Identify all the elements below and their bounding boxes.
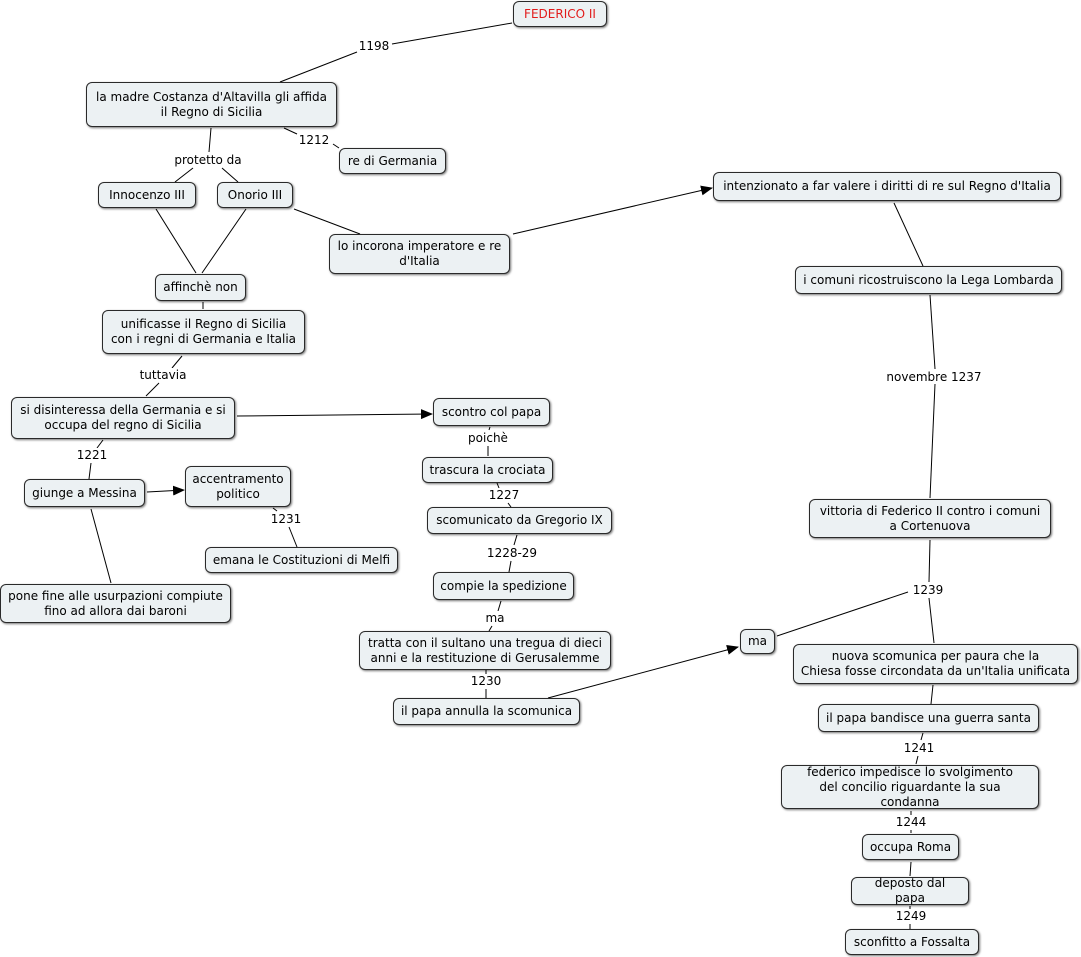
link-tuttavia-disinteressa (145, 382, 160, 397)
link-protetto-innocenzo (174, 167, 194, 183)
link-label-tuttavia: tuttavia (138, 368, 188, 382)
node-trascura-crociata[interactable]: trascura la crociata (422, 457, 553, 483)
link-1239-nuova (928, 597, 935, 644)
link-label-1249: 1249 (894, 909, 928, 923)
link-1239-manode (776, 591, 909, 637)
link-label-1244: 1244 (894, 815, 928, 829)
node-compie-spedizione[interactable]: compie la spedizione (433, 572, 574, 600)
link-comuni-novembre (929, 294, 936, 370)
link-1228-spedizione (508, 560, 512, 573)
link-madre-protetto (208, 127, 212, 153)
link-annulla-manode (547, 645, 739, 699)
link-1231-melfi (288, 526, 298, 548)
link-1241-concilio (915, 755, 919, 765)
node-scomunicato-gregorio[interactable]: scomunicato da Gregorio IX (427, 507, 612, 534)
node-unificasse[interactable]: unificasse il Regno di Sicilia con i reg… (102, 310, 305, 354)
node-guerra-santa[interactable]: il papa bandisce una guerra santa (818, 704, 1039, 732)
node-lega-lombarda[interactable]: i comuni ricostruiscono la Lega Lombarda (795, 266, 1062, 294)
link-intenzionato-comuni (893, 202, 924, 267)
link-vittoria-1239 (928, 539, 931, 583)
link-trascura-1227 (496, 482, 500, 489)
link-label-1241: 1241 (902, 741, 936, 755)
root-node-federico-ii[interactable]: FEDERICO II (513, 1, 607, 27)
link-roma-deposto (909, 861, 912, 877)
node-costituzioni-melfi[interactable]: emana le Costituzioni di Melfi (205, 547, 398, 573)
node-nuova-scomunica[interactable]: nuova scomunica per paura che la Chiesa … (793, 644, 1078, 684)
link-innocenzo-affinche (155, 208, 197, 274)
link-onorio-affinche (201, 208, 247, 274)
node-occupa-roma[interactable]: occupa Roma (862, 834, 959, 860)
link-messina-accentramento (146, 485, 185, 496)
link-onorio-incorona (293, 208, 361, 235)
link-label-protetto-da: protetto da (173, 153, 243, 167)
link-label-1227: 1227 (487, 488, 521, 502)
link-label-poiche: poichè (467, 431, 509, 445)
link-scontro-poiche (488, 426, 491, 431)
node-pone-fine-usurpazioni[interactable]: pone fine alle usurpazioni compiute fino… (0, 584, 231, 623)
node-intenzionato[interactable]: intenzionato a far valere i diritti di r… (713, 172, 1061, 201)
link-label-1228-29: 1228-29 (485, 546, 539, 560)
node-giunge-a-messina[interactable]: giunge a Messina (24, 479, 145, 507)
link-1212-regermania (332, 143, 340, 149)
node-sconfitto-fossalta[interactable]: sconfitto a Fossalta (845, 929, 979, 955)
link-1227-scomunicato (507, 502, 512, 508)
link-label-1212: 1212 (297, 133, 331, 147)
node-madre-costanza[interactable]: la madre Costanza d'Altavilla gli affida… (86, 82, 337, 127)
link-madre-1212 (283, 127, 298, 135)
link-nuova-guerra (930, 684, 934, 705)
link-label-1231: 1231 (269, 512, 303, 526)
link-scomunicato-1228 (513, 534, 518, 546)
node-tregua-sultano[interactable]: tratta con il sultano una tregua di diec… (359, 631, 611, 670)
node-si-disinteressa[interactable]: si disinteressa della Germania e si occu… (11, 397, 235, 439)
link-messina-usurpazioni (90, 508, 112, 584)
link-label-novembre-1237: novembre 1237 (885, 370, 983, 384)
node-accentramento-politico[interactable]: accentramento politico (185, 466, 291, 507)
link-novembre-vittoria (929, 383, 936, 499)
node-impedisce-concilio[interactable]: federico impedisce lo svolgimento del co… (781, 765, 1039, 809)
link-label-1198: 1198 (357, 39, 391, 53)
link-label-ma: ma (484, 611, 506, 625)
node-innocenzo-iii[interactable]: Innocenzo III (98, 182, 196, 208)
link-guerra-1241 (920, 732, 924, 741)
link-1221-messina (88, 462, 92, 480)
link-1198-madre (279, 51, 358, 83)
link-accentramento-1231 (272, 507, 278, 512)
node-re-di-germania[interactable]: re di Germania (339, 148, 446, 174)
link-ma-tregua (488, 625, 493, 632)
link-label-1230: 1230 (469, 674, 503, 688)
link-disinteressa-scontro (236, 409, 433, 420)
node-deposto-dal-papa[interactable]: deposto dal papa (851, 876, 969, 905)
link-spedizione-ma (497, 600, 502, 612)
link-root-1198 (391, 22, 513, 45)
link-incorona-intenzionato (512, 185, 713, 235)
link-unificasse-tuttavia (171, 355, 183, 369)
node-papa-annulla[interactable]: il papa annulla la scomunica (393, 698, 580, 725)
link-disinteressa-1221 (96, 439, 104, 449)
node-onorio-iii[interactable]: Onorio III (217, 182, 293, 208)
node-ma[interactable]: ma (740, 629, 775, 654)
node-scontro-col-papa[interactable]: scontro col papa (433, 398, 550, 426)
node-affinche-non[interactable]: affinchè non (155, 274, 246, 301)
node-vittoria-cortenuova[interactable]: vittoria di Federico II contro i comuni … (809, 499, 1051, 538)
link-label-1239: 1239 (911, 583, 945, 597)
link-label-1221: 1221 (75, 448, 109, 462)
link-protetto-onorio (221, 167, 239, 183)
node-incorona-imperatore[interactable]: lo incorona imperatore e re d'Italia (329, 234, 510, 274)
